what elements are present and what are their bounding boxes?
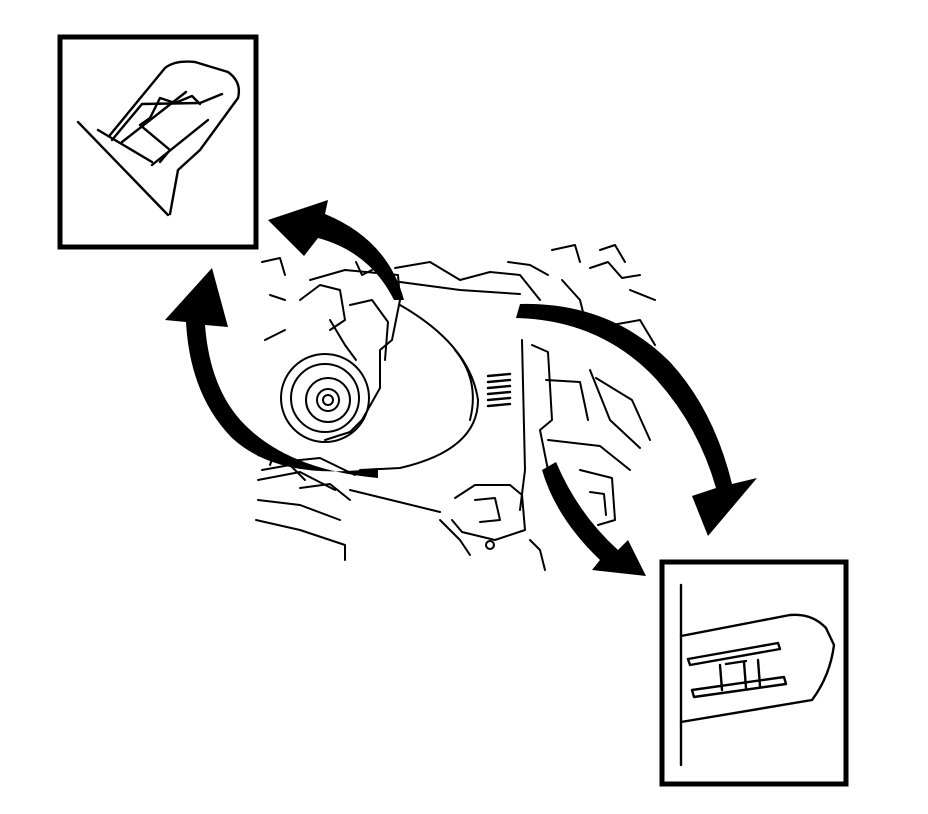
clip-tab-detail-illustration [76,60,241,217]
callout-upper-left [57,34,259,250]
arrow-upper-left-small [268,200,404,300]
curved-arrow-icon [165,268,378,478]
curved-arrow-icon [268,200,404,300]
arrow-right-small [542,462,646,576]
callout-lower-right [659,559,849,787]
ignition-lock-cylinder [280,353,370,443]
arrow-right-large [516,303,757,536]
steering-column-illustration [255,244,656,571]
curved-arrow-icon [516,303,757,536]
arrow-upper-left-large [165,268,378,478]
clip-slot-detail-illustration [679,583,836,767]
callout-frame-upper-left [57,34,259,250]
vent-grille [486,372,512,408]
callout-frame-lower-right [659,559,849,787]
curved-arrow-icon [542,462,646,576]
